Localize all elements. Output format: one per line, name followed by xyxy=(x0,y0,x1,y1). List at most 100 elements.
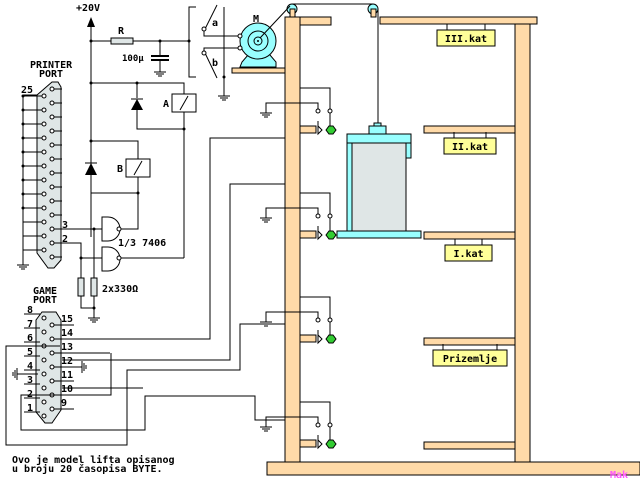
game-port-title-2: PORT xyxy=(33,295,57,306)
printer-pin xyxy=(41,205,47,211)
printer-pin xyxy=(41,233,47,239)
printer-pin xyxy=(49,128,55,134)
game-pin-label-10: 10 xyxy=(61,384,73,395)
game-pin-label-4: 4 xyxy=(27,361,33,372)
power-label: +20V xyxy=(76,3,100,14)
right-pillar xyxy=(514,23,531,467)
elevator-cabin xyxy=(336,122,422,239)
floor-beam xyxy=(423,337,516,346)
floor-sensor xyxy=(260,296,337,345)
game-port-title-1: GAME xyxy=(33,286,57,297)
left-pillar xyxy=(284,16,301,467)
game-pin xyxy=(49,336,55,342)
motor-label: M xyxy=(253,14,259,25)
floor-beam xyxy=(423,441,516,450)
game-pin-label-8: 8 xyxy=(27,305,33,316)
motor-platform xyxy=(231,67,286,74)
printer-port-title-2: PORT xyxy=(39,69,63,80)
power-arrow-icon xyxy=(87,17,95,27)
game-pin xyxy=(41,329,47,335)
printer-pin xyxy=(49,156,55,162)
caption-line-1: Ovo je model lifta opisanog xyxy=(12,454,175,466)
floor-sign-label: I.kat xyxy=(453,249,483,260)
game-pin xyxy=(41,413,47,419)
floor-sensor xyxy=(260,192,337,241)
printer-pin xyxy=(49,184,55,190)
game-pin-label-11: 11 xyxy=(61,370,73,381)
pulldown-resistor-2 xyxy=(90,277,98,297)
resistor-r-label: R xyxy=(118,26,125,37)
game-pin xyxy=(49,378,55,384)
relay-a-label: A xyxy=(163,99,169,110)
game-pin-label-9: 9 xyxy=(61,398,67,409)
capacitor-plate xyxy=(151,55,169,57)
caption-line-2: u broju 20 časopisa BYTE. xyxy=(12,463,163,475)
gate-label: 1/3 7406 xyxy=(118,238,166,249)
switch-b xyxy=(204,52,218,79)
game-pin xyxy=(41,371,47,377)
printer-port: PRINTER PORT 25 3 2 xyxy=(17,60,73,270)
printer-pin-25-label: 25 xyxy=(21,85,33,96)
printer-pin xyxy=(49,240,55,246)
printer-pin xyxy=(49,212,55,218)
game-pin xyxy=(49,406,55,412)
floor-sign: III.kat xyxy=(436,24,496,47)
game-pin xyxy=(41,315,47,321)
floor-sensor xyxy=(260,87,337,136)
author-signature: Mak xyxy=(610,470,628,480)
switch-a xyxy=(204,4,218,30)
game-pin xyxy=(49,322,55,328)
game-pin-label-13: 13 xyxy=(61,342,73,353)
printer-pin xyxy=(49,100,55,106)
game-pin-label-15: 15 xyxy=(61,314,73,325)
printer-pin xyxy=(49,86,55,92)
top-beam-right xyxy=(379,16,538,25)
capacitor-label: 100µ xyxy=(122,54,144,64)
game-pin-label-5: 5 xyxy=(27,347,33,358)
game-pin xyxy=(49,364,55,370)
printer-pin xyxy=(49,226,55,232)
floor-beam xyxy=(423,125,516,134)
sensor-icon xyxy=(325,334,337,344)
base-beam xyxy=(266,461,640,476)
game-pin-label-12: 12 xyxy=(61,356,73,367)
switch-a-label: a xyxy=(212,18,218,29)
pulldown-resistor-1 xyxy=(77,277,85,297)
floor-sign: II.kat xyxy=(443,132,497,155)
printer-pin xyxy=(49,170,55,176)
printer-pin xyxy=(41,107,47,113)
game-pin-label-7: 7 xyxy=(27,319,33,330)
printer-pin xyxy=(41,135,47,141)
printer-pin-2-label: 2 xyxy=(62,234,68,245)
printer-pin xyxy=(41,247,47,253)
floor-sign: Prizemlje xyxy=(432,344,508,367)
game-pin xyxy=(49,350,55,356)
floor-sign: I.kat xyxy=(444,239,493,262)
printer-pin-3-label: 3 xyxy=(62,220,68,231)
floor-sign-label: II.kat xyxy=(452,142,488,153)
pulldown-label: 2x330Ω xyxy=(102,284,138,295)
floor-sign-label: Prizemlje xyxy=(443,353,497,365)
resistor-r xyxy=(110,37,134,45)
switch-b-label: b xyxy=(212,58,218,69)
floor-sensor xyxy=(260,401,337,450)
printer-pin xyxy=(41,163,47,169)
power-circuit: +20V R 100µ a b xyxy=(60,3,240,323)
printer-pin xyxy=(41,93,47,99)
printer-pin xyxy=(41,149,47,155)
printer-pin xyxy=(41,219,47,225)
diode-b-icon xyxy=(85,163,97,175)
printer-pin xyxy=(41,191,47,197)
motor: M xyxy=(237,14,277,68)
game-pin-label-3: 3 xyxy=(27,375,33,386)
sensor-icon xyxy=(325,230,337,240)
game-pin-label-1: 1 xyxy=(27,403,33,414)
floor-sign-label: III.kat xyxy=(445,34,487,45)
game-pin xyxy=(41,357,47,363)
game-pin xyxy=(41,385,47,391)
printer-pin xyxy=(49,198,55,204)
floor-beam xyxy=(423,231,516,240)
